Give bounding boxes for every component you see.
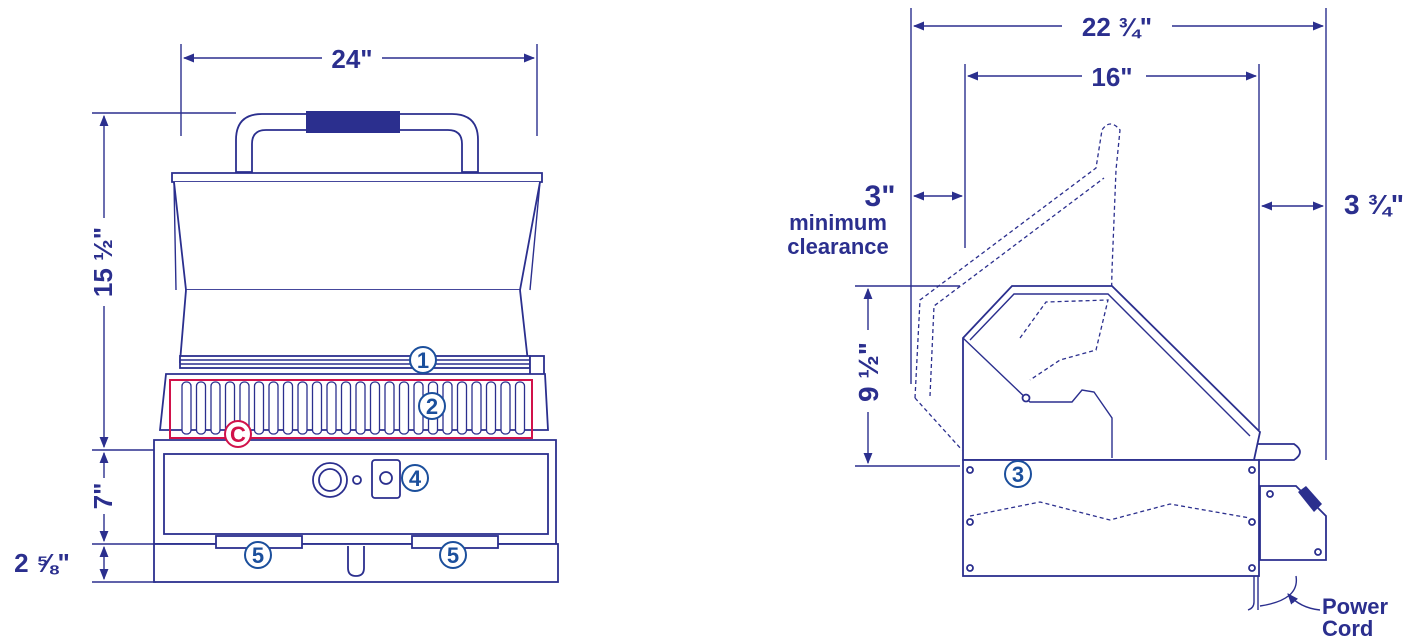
grill-bar: [456, 381, 468, 435]
open-lid-inner: [929, 177, 1105, 397]
thermostat-dial: [379, 471, 393, 485]
svg-text:4: 4: [409, 466, 422, 491]
open-lid-outline: [914, 123, 1121, 457]
svg-text:1: 1: [417, 348, 429, 373]
width-dimension: 24": [331, 44, 372, 74]
hood-interior: [179, 289, 530, 363]
screw: [1248, 466, 1256, 474]
body-dimension: 7": [88, 483, 118, 510]
lid-top-edge: [171, 172, 543, 183]
svg-text:2: 2: [426, 394, 438, 419]
cord-stub: [1247, 576, 1259, 611]
grill-bar: [210, 381, 221, 435]
side-knob: [1298, 486, 1322, 512]
grill-bar: [514, 381, 526, 435]
screw: [1248, 518, 1256, 526]
side-view: 22 ¾" 16" 3" minimum clearance 3 ¾" 9 ½": [787, 8, 1404, 641]
warming-rack: [179, 355, 531, 369]
internal-heating-element: [969, 501, 1251, 521]
handle-grip: [306, 111, 400, 133]
power-plug: [347, 546, 365, 577]
side-height-dimension: 9 ½": [853, 342, 884, 402]
grill-bar: [384, 381, 395, 435]
power-cord: [1259, 575, 1298, 607]
svg-text:3: 3: [1012, 462, 1024, 487]
front-view: 24" 15 ½" 7" 2 ⅝": [14, 44, 559, 583]
grill-bar: [471, 381, 482, 435]
cooking-grid-outline: [169, 379, 533, 439]
screw: [1314, 548, 1322, 556]
power-cord-label-1: Power: [1322, 594, 1388, 619]
hinge-screw: [1021, 393, 1031, 403]
marker-5-right: 5: [439, 541, 467, 569]
grill-bar: [282, 381, 294, 435]
marker-4: 4: [401, 464, 429, 492]
marker-5-left: 5: [244, 541, 272, 569]
indicator-light: [352, 475, 362, 485]
side-handle: [1258, 443, 1301, 461]
rear-clearance-label-2: clearance: [787, 234, 889, 259]
lid-inner-panel: [173, 181, 541, 291]
screw: [1266, 490, 1274, 498]
grill-bar: [355, 381, 366, 435]
grill-bar: [268, 381, 279, 435]
grill-bar: [195, 381, 207, 435]
front-dimension: 3 ¾": [1344, 189, 1404, 220]
grill-bar: [398, 381, 410, 435]
power-cord-label-2: Cord: [1322, 616, 1373, 641]
screw: [966, 518, 974, 526]
grill-bar: [340, 381, 352, 435]
inner-depth-dimension: 16": [1091, 62, 1132, 92]
lid-hinge-arm: [962, 337, 1113, 458]
open-lid-hinge: [914, 397, 963, 451]
lid-sides: [173, 181, 541, 291]
total-depth-dimension: 22 ¾": [1082, 12, 1152, 42]
grill-bar: [485, 381, 497, 435]
base-dimension: 2 ⅝": [14, 548, 70, 578]
marker-2: 2: [418, 392, 446, 420]
svg-text:5: 5: [252, 543, 264, 568]
grill-bar: [181, 381, 192, 435]
rear-clearance-dimension: 3": [865, 180, 896, 213]
grill-bar: [311, 381, 323, 435]
grill-bar: [369, 381, 381, 435]
grill-bar: [297, 381, 308, 435]
grill-bar: [326, 381, 337, 435]
control-knob-inner: [318, 468, 342, 492]
marker-1: 1: [409, 346, 437, 374]
screw: [966, 466, 974, 474]
power-cord-pointer: [1287, 593, 1321, 611]
control-panel: [163, 453, 549, 535]
grill-bar: [500, 381, 511, 435]
lid-handle: [235, 113, 479, 173]
closed-lid-inner-edge: [969, 293, 1251, 437]
svg-text:5: 5: [447, 543, 459, 568]
lid-internal-dashed: [1019, 299, 1109, 381]
svg-text:C: C: [230, 422, 246, 447]
screw: [1248, 564, 1256, 572]
screw: [966, 564, 974, 572]
grill-bar: [253, 381, 265, 435]
marker-c: C: [224, 420, 252, 448]
height-dimension: 15 ½": [88, 227, 118, 297]
rear-clearance-label-1: minimum: [789, 210, 887, 235]
marker-3: 3: [1004, 460, 1032, 488]
